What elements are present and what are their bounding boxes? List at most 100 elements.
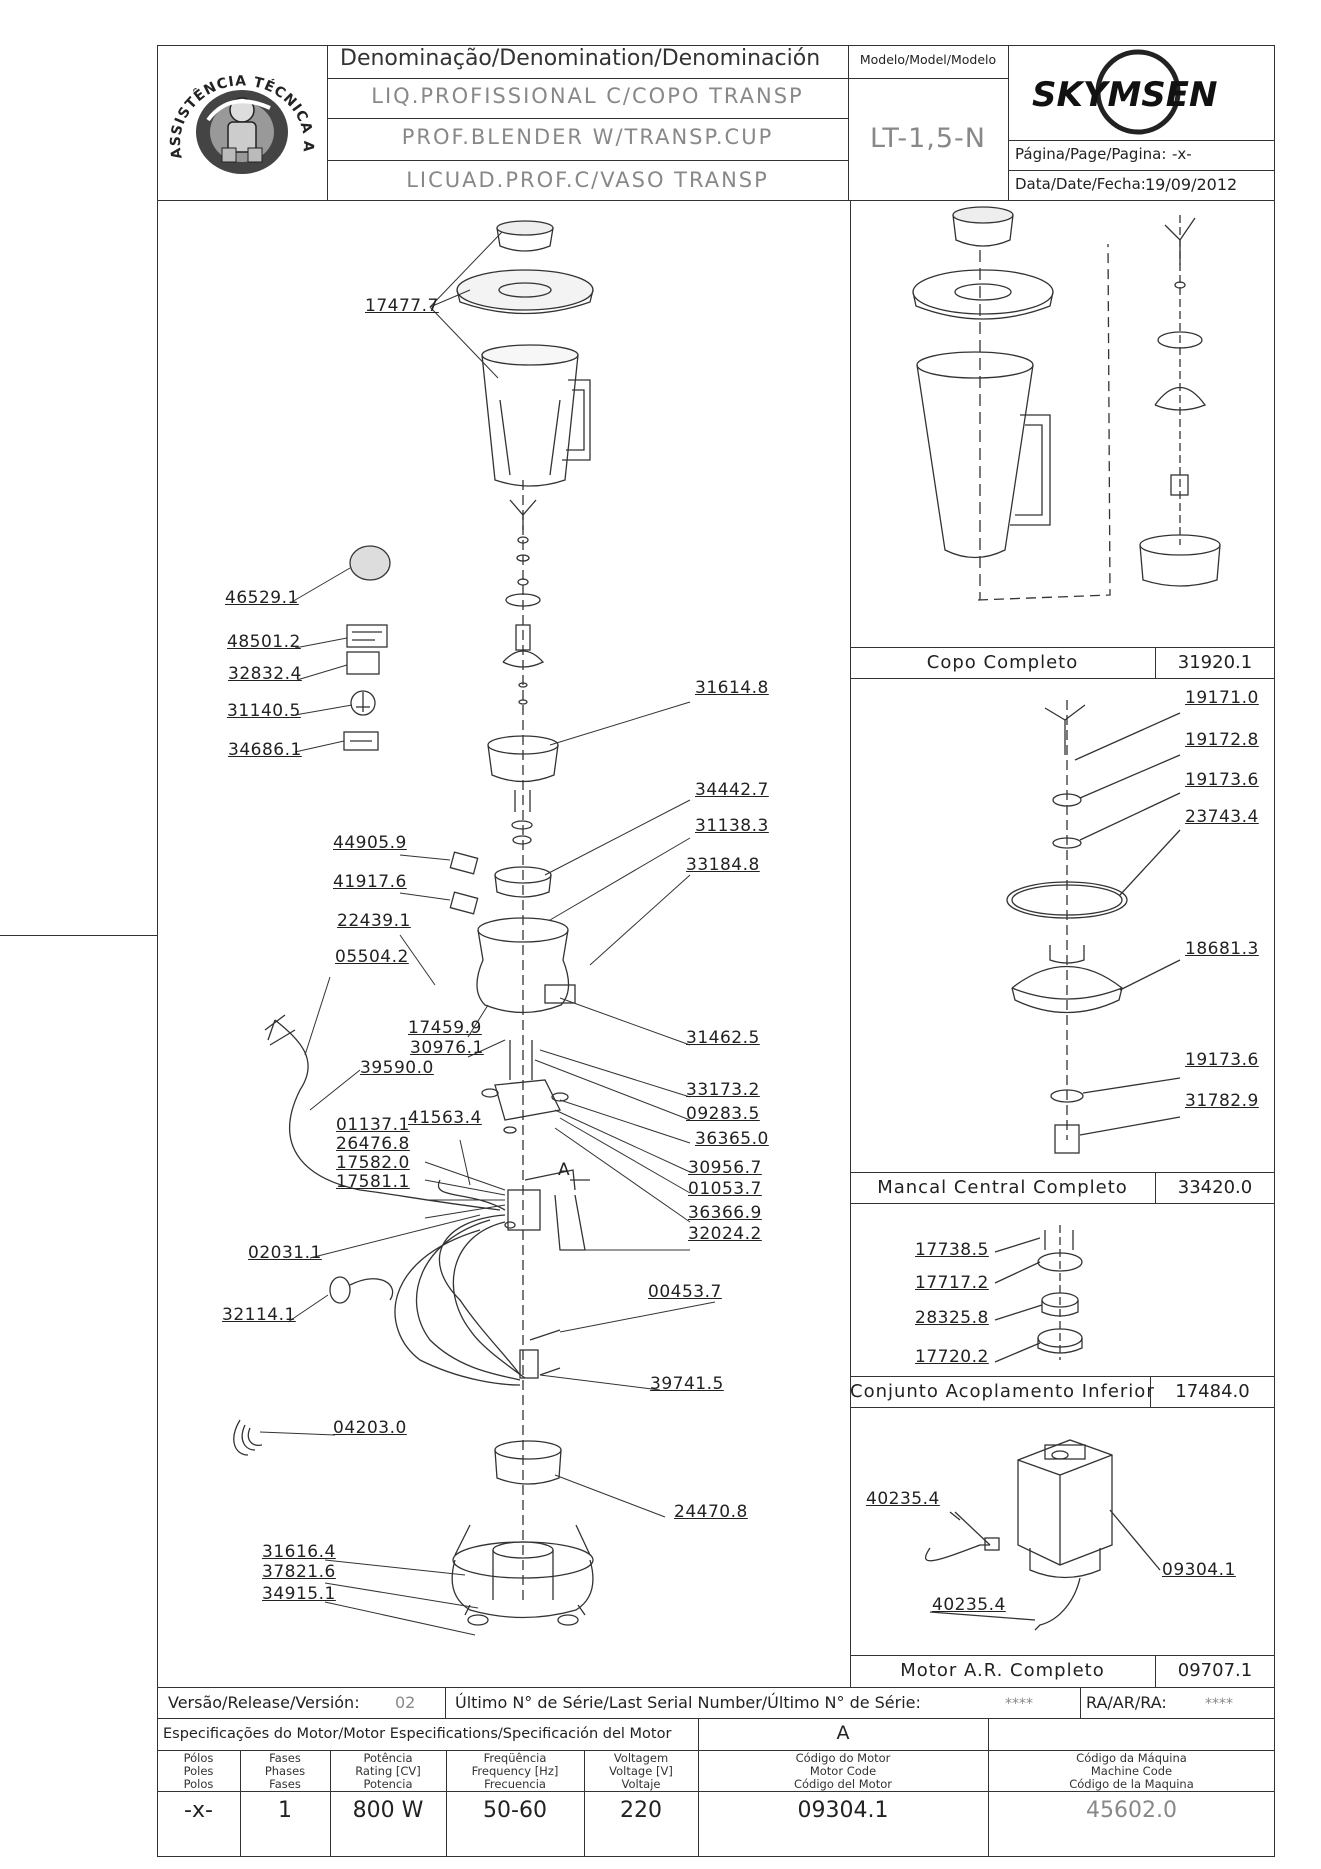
part-label: 23743.4 <box>1185 807 1259 827</box>
drawing-frame <box>157 45 1275 1857</box>
part-label: 24470.8 <box>674 1502 748 1522</box>
product-name-es: LICUAD.PROF.C/VASO TRANSP <box>406 168 769 192</box>
part-label: 09304.1 <box>1162 1560 1236 1580</box>
version-value: 02 <box>395 1693 416 1712</box>
part-label: 19173.6 <box>1185 1050 1259 1070</box>
part-label: 34915.1 <box>262 1584 336 1604</box>
assembly-name-motor: Motor A.R. Completo <box>900 1660 1105 1681</box>
spec-label: Especificações do Motor/Motor Especifica… <box>163 1726 672 1742</box>
part-label: 39741.5 <box>650 1374 724 1394</box>
part-label: 04203.0 <box>333 1418 407 1438</box>
product-name-pt: LIQ.PROFISSIONAL C/COPO TRANSP <box>371 84 804 108</box>
part-label: 36365.0 <box>695 1129 769 1149</box>
spec-value-frequency: 50-60 <box>483 1798 547 1823</box>
part-label: 34686.1 <box>228 740 302 760</box>
spec-value-voltage: 220 <box>620 1798 662 1823</box>
part-label: 32114.1 <box>222 1305 296 1325</box>
page-value: -x- <box>1172 145 1192 163</box>
spec-value-motor-code: 09304.1 <box>797 1798 889 1823</box>
part-label: 18681.3 <box>1185 939 1259 959</box>
version-label: Versão/Release/Versión: <box>168 1693 360 1712</box>
part-label: 31614.8 <box>695 678 769 698</box>
authorized-service-logo: ASSISTÊNCIA TÉCNICA AUTORIZADA <box>160 50 325 195</box>
panel-divider <box>850 200 851 1687</box>
serial-value: **** <box>1005 1696 1033 1712</box>
part-label: 00453.7 <box>648 1282 722 1302</box>
date-label: Data/Date/Fecha: <box>1015 175 1146 193</box>
denomination-label: Denominação/Denomination/Denominación <box>340 46 821 71</box>
part-label: 40235.4 <box>932 1595 1006 1615</box>
part-label: 26476.8 <box>336 1134 410 1154</box>
product-name-en: PROF.BLENDER W/TRANSP.CUP <box>401 125 774 149</box>
assembly-name-copo: Copo Completo <box>926 652 1079 673</box>
spec-value-machine-code: 45602.0 <box>1086 1798 1177 1823</box>
header-divider <box>157 200 1275 201</box>
part-label: 36366.9 <box>688 1203 762 1223</box>
part-label: 17582.0 <box>336 1153 410 1173</box>
spec-value-rating: 800 W <box>352 1798 424 1823</box>
part-label: 31616.4 <box>262 1542 336 1562</box>
part-label: 46529.1 <box>225 588 299 608</box>
part-label: 41917.6 <box>333 872 407 892</box>
part-label: 22439.1 <box>337 911 411 931</box>
part-label: 19171.0 <box>1185 688 1259 708</box>
part-label: 34442.7 <box>695 780 769 800</box>
part-label: 17738.5 <box>915 1240 989 1260</box>
part-label: 41563.4 <box>408 1108 482 1128</box>
spec-letter: A <box>836 1722 850 1744</box>
assembly-code-mancal: 33420.0 <box>1177 1177 1253 1198</box>
ra-value: **** <box>1205 1696 1233 1712</box>
part-label: 17459.9 <box>408 1018 482 1038</box>
part-label: 31462.5 <box>686 1028 760 1048</box>
part-label: 44905.9 <box>333 833 407 853</box>
ra-label: RA/AR/RA: <box>1086 1693 1167 1712</box>
assembly-name-acoplamento: Conjunto Acoplamento Inferior <box>850 1381 1155 1402</box>
part-label: 02031.1 <box>248 1243 322 1263</box>
assembly-code-acoplamento: 17484.0 <box>1175 1381 1250 1402</box>
part-label: 30976.1 <box>410 1038 484 1058</box>
part-label: 48501.2 <box>227 632 301 652</box>
svg-text:A: A <box>558 1160 570 1180</box>
assembly-name-mancal: Mancal Central Completo <box>877 1177 1128 1198</box>
part-label: 32832.4 <box>228 664 302 684</box>
spec-value-phases: 1 <box>278 1798 292 1823</box>
part-label: 17581.1 <box>336 1172 410 1192</box>
part-label: 17720.2 <box>915 1347 989 1367</box>
model-value: LT-1,5-N <box>870 123 986 154</box>
part-label: 09283.5 <box>686 1104 760 1124</box>
svg-text:SKYMSEN: SKYMSEN <box>1032 75 1217 115</box>
spec-value-poles: -x- <box>184 1798 213 1823</box>
model-label: Modelo/Model/Modelo <box>859 52 997 67</box>
page-label: Página/Page/Pagina: <box>1015 145 1167 163</box>
serial-label: Último N° de Série/Last Serial Number/Úl… <box>455 1693 921 1712</box>
part-label: 17477.7 <box>365 296 439 316</box>
part-label: 31138.3 <box>695 816 769 836</box>
part-label: 05504.2 <box>335 947 409 967</box>
part-label: 19173.6 <box>1185 770 1259 790</box>
part-label: 31140.5 <box>227 701 301 721</box>
part-label: 33173.2 <box>686 1080 760 1100</box>
date-value: 19/09/2012 <box>1145 175 1238 194</box>
margin-mark <box>0 935 157 936</box>
skymsen-logo: SKYMSEN <box>1010 46 1272 138</box>
part-label: 32024.2 <box>688 1224 762 1244</box>
part-label: 40235.4 <box>866 1489 940 1509</box>
part-label: 39590.0 <box>360 1058 434 1078</box>
part-label: 01137.1 <box>336 1115 410 1135</box>
part-label: 01053.7 <box>688 1179 762 1199</box>
assembly-code-copo: 31920.1 <box>1177 652 1253 673</box>
part-label: 17717.2 <box>915 1273 989 1293</box>
part-label: 31782.9 <box>1185 1091 1259 1111</box>
part-label: 30956.7 <box>688 1158 762 1178</box>
part-label: 33184.8 <box>686 855 760 875</box>
part-label: 19172.8 <box>1185 730 1259 750</box>
part-label: 37821.6 <box>262 1562 336 1582</box>
